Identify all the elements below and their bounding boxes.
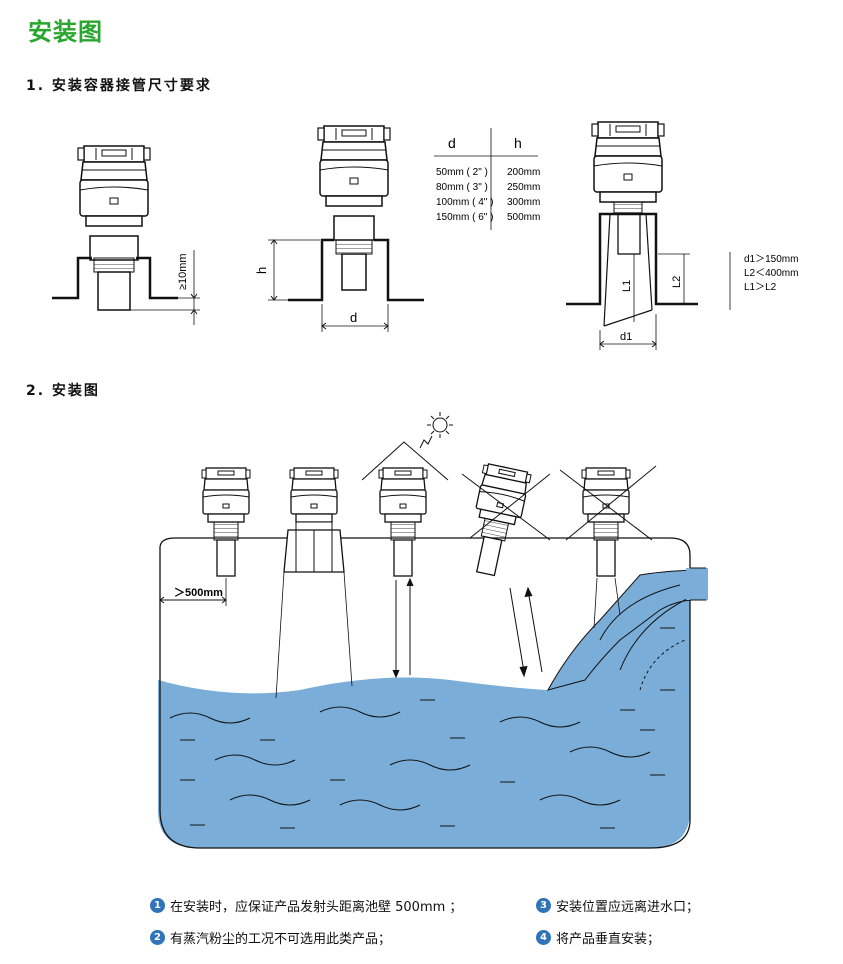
d-dimension: d: [350, 310, 357, 325]
note-2: 2 有蒸汽粉尘的工况不可选用此类产品；: [150, 928, 391, 947]
table-row-2-d: 80mm ( 3" ): [436, 182, 488, 193]
condition-l2: L2＜400mm: [744, 268, 798, 279]
note-2-text: 有蒸汽粉尘的工况不可选用此类产品；: [170, 932, 392, 947]
note-3: 3 安装位置应远离进水口；: [536, 896, 699, 915]
table-row-3-h: 300mm: [507, 197, 540, 208]
sensor-outdoor: [361, 412, 453, 679]
l1-dimension: L1: [621, 280, 633, 292]
note-4-badge: 4: [536, 930, 551, 945]
table-header-h: h: [514, 135, 522, 151]
dimension-table: d h 50mm ( 2" ) 200mm 80mm ( 3" ) 250mm …: [434, 128, 540, 230]
sensor-near-inlet: [559, 465, 657, 629]
section-heading-1: 1. 安装容器接管尺寸要求: [26, 78, 212, 94]
note-1-text: 在安装时，应保证产品发射头距离池壁 500mm ；: [170, 900, 463, 915]
note-4-text: 将产品垂直安装；: [556, 932, 661, 947]
water: [158, 568, 690, 848]
installation-diagram: ＞500mm: [158, 412, 708, 849]
figure-nozzle-min: ≥10mm: [52, 145, 200, 325]
page-title: 安装图: [28, 18, 103, 46]
table-row-4-h: 500mm: [507, 212, 540, 223]
note-3-badge: 3: [536, 898, 551, 913]
note-4: 4 将产品垂直安装；: [536, 928, 660, 947]
note-2-badge: 2: [150, 930, 165, 945]
note-1-badge: 1: [150, 898, 165, 913]
table-row-1-d: 50mm ( 2" ): [436, 167, 488, 178]
table-row-4-d: 150mm ( 6" ): [436, 212, 493, 223]
h-dimension: h: [254, 267, 269, 274]
sensor-tilted: [461, 462, 551, 678]
wall-distance-label: ＞500mm: [174, 587, 223, 599]
note-1: 1 在安装时，应保证产品发射头距离池壁 500mm ；: [150, 896, 462, 915]
nozzle-gap-label: ≥10mm: [177, 253, 189, 290]
table-row-2-h: 250mm: [507, 182, 540, 193]
table-header-d: d: [448, 135, 456, 151]
d1-dimension: d1: [620, 331, 632, 343]
table-row-1-h: 200mm: [507, 167, 540, 178]
condition-l1: L1＞L2: [744, 282, 777, 293]
table-row-3-d: 100mm ( 4" ): [436, 197, 493, 208]
figure-nozzle-large: L1 L2 d1 d1＞150mm L2＜400mm L1＞L2: [566, 121, 798, 350]
note-3-text: 安装位置应远离进水口；: [556, 900, 700, 915]
section-heading-2: 2. 安装图: [26, 383, 100, 399]
condition-d1: d1＞150mm: [744, 254, 798, 265]
sensor-large: [275, 467, 353, 699]
figure-nozzle-dh: h d: [254, 125, 424, 332]
sensor-correct: ＞500mm: [159, 467, 251, 606]
l2-dimension: L2: [671, 276, 683, 288]
